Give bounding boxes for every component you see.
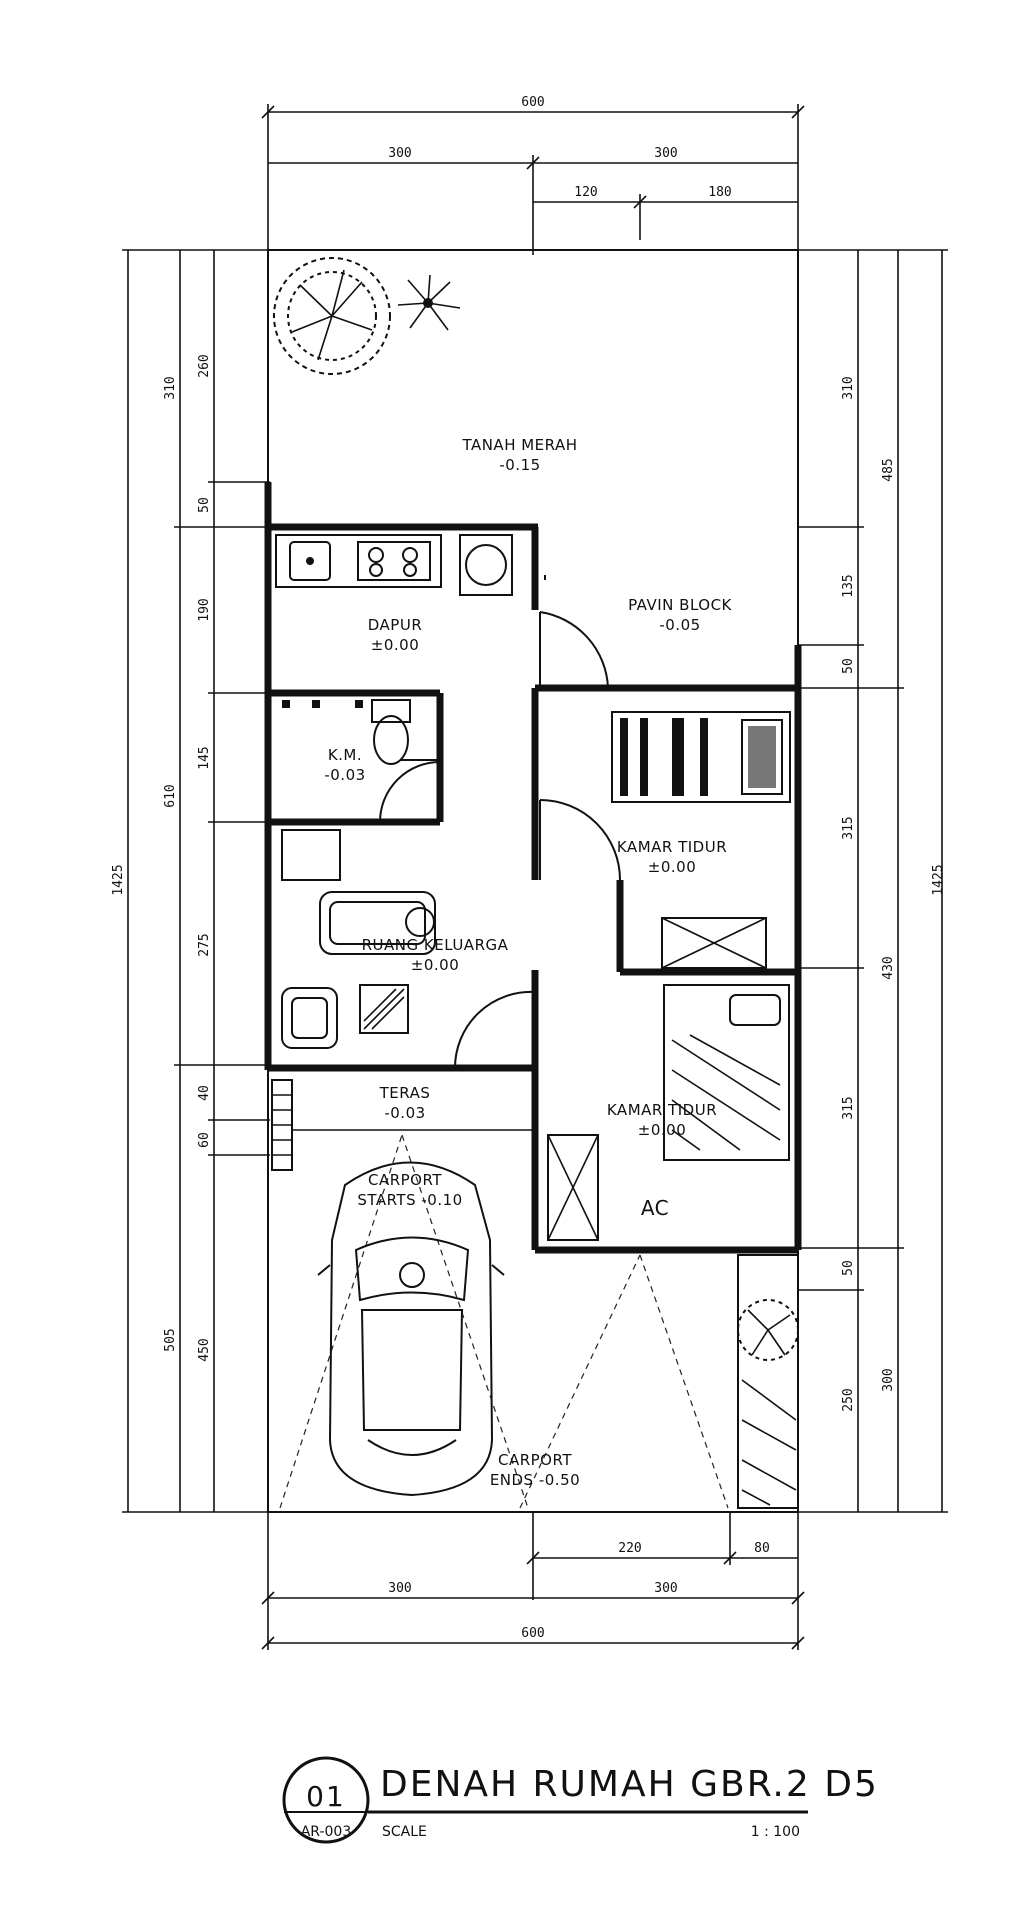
label-carport-start: CARPORT <box>368 1171 442 1189</box>
dim-left-total: 1425 <box>111 864 126 895</box>
top-dimensions: 600 300 300 120 180 <box>261 95 805 255</box>
level-kamar-tidur-1: ±0.00 <box>648 858 696 876</box>
dim-right-315b: 315 <box>841 1096 856 1119</box>
dim-top-left: 300 <box>388 146 411 161</box>
car-icon <box>317 1161 505 1497</box>
dim-bottom-right: 300 <box>654 1581 677 1596</box>
palm-icon <box>397 274 461 331</box>
level-carport-end: ENDS -0.50 <box>490 1471 580 1489</box>
dim-right-135: 135 <box>841 574 856 597</box>
dim-left-450: 450 <box>197 1338 212 1361</box>
title-circle <box>282 1756 370 1844</box>
level-ruang-keluarga: ±0.00 <box>411 956 459 974</box>
bedroom-1-furniture <box>611 711 791 969</box>
dim-right-485: 485 <box>881 458 896 481</box>
dim-top-right: 300 <box>654 146 677 161</box>
label-dapur: DAPUR <box>368 616 423 634</box>
dim-left-60: 60 <box>197 1132 212 1148</box>
dim-bottom-left: 300 <box>388 1581 411 1596</box>
dim-left-275: 275 <box>197 933 212 956</box>
dim-right-250: 250 <box>841 1388 856 1411</box>
label-km: K.M. <box>328 746 362 764</box>
doors <box>379 611 621 1069</box>
right-dimensions: 1425 485 430 300 310 135 50 315 315 50 2… <box>798 249 948 1513</box>
dim-top-sub-right: 180 <box>708 185 731 200</box>
dim-left-190: 190 <box>197 598 212 621</box>
label-carport-end: CARPORT <box>498 1451 572 1469</box>
dim-right-50b: 50 <box>841 1260 856 1276</box>
walls <box>264 482 802 1254</box>
level-dapur: ±0.00 <box>371 636 419 654</box>
dim-right-310: 310 <box>841 376 856 399</box>
level-km: -0.03 <box>324 766 365 784</box>
dim-left-145: 145 <box>197 746 212 769</box>
label-ac: AC <box>641 1196 669 1220</box>
kitchen-fixtures <box>275 534 546 596</box>
dim-right-300: 300 <box>881 1368 896 1391</box>
dim-right-50a: 50 <box>841 658 856 674</box>
family-room-furniture <box>281 829 436 1049</box>
dim-right-total: 1425 <box>931 864 946 895</box>
label-pavin-block: PAVIN BLOCK <box>628 596 732 614</box>
bathroom-fixtures <box>282 699 440 765</box>
bedroom-2-furniture <box>547 984 790 1241</box>
title-number: 01 <box>306 1780 346 1813</box>
title-sheet: AR-003 <box>301 1824 352 1840</box>
level-carport-start: STARTS -0.10 <box>357 1191 462 1209</box>
level-teras: -0.03 <box>384 1104 425 1122</box>
dim-left-50: 50 <box>197 497 212 513</box>
dim-left-310: 310 <box>163 376 178 399</box>
dim-left-610: 610 <box>163 784 178 807</box>
dim-left-40: 40 <box>197 1085 212 1101</box>
label-ruang-keluarga: RUANG KELUARGA <box>362 936 509 954</box>
level-tanah-merah: -0.15 <box>499 456 540 474</box>
label-kamar-tidur-1: KAMAR TIDUR <box>617 838 727 856</box>
scale-value: 1 : 100 <box>751 1824 800 1840</box>
carport-area <box>271 1079 729 1509</box>
level-pavin-block: -0.05 <box>659 616 700 634</box>
title-block: 01 AR-003 DENAH RUMAH GBR.2 D5 SCALE 1 :… <box>282 1756 879 1844</box>
room-labels: TANAH MERAH -0.15 DAPUR ±0.00 PAVIN BLOC… <box>324 436 732 1489</box>
drawing-title: DENAH RUMAH GBR.2 D5 <box>380 1764 879 1805</box>
level-kamar-tidur-2: ±0.00 <box>638 1121 686 1139</box>
garden-bed <box>737 1254 799 1509</box>
dim-bottom-total: 600 <box>521 1626 544 1641</box>
dim-top-sub-left: 120 <box>574 185 597 200</box>
left-dimensions: 1425 310 610 505 260 50 190 145 275 40 6… <box>111 249 270 1513</box>
dim-right-315: 315 <box>841 816 856 839</box>
bottom-dimensions: 220 80 300 300 600 <box>261 1512 805 1650</box>
dim-top-total: 600 <box>521 95 544 110</box>
dim-left-505: 505 <box>163 1328 178 1351</box>
dim-left-260: 260 <box>197 354 212 377</box>
dim-right-430: 430 <box>881 956 896 979</box>
scale-label: SCALE <box>382 1824 427 1840</box>
label-kamar-tidur-2: KAMAR TIDUR <box>607 1101 717 1119</box>
label-tanah-merah: TANAH MERAH <box>461 436 577 454</box>
dim-bottom-sub-right: 80 <box>754 1541 770 1556</box>
label-teras: TERAS <box>379 1084 431 1102</box>
dim-bottom-sub-left: 220 <box>618 1541 641 1556</box>
tree-icon <box>273 257 391 375</box>
